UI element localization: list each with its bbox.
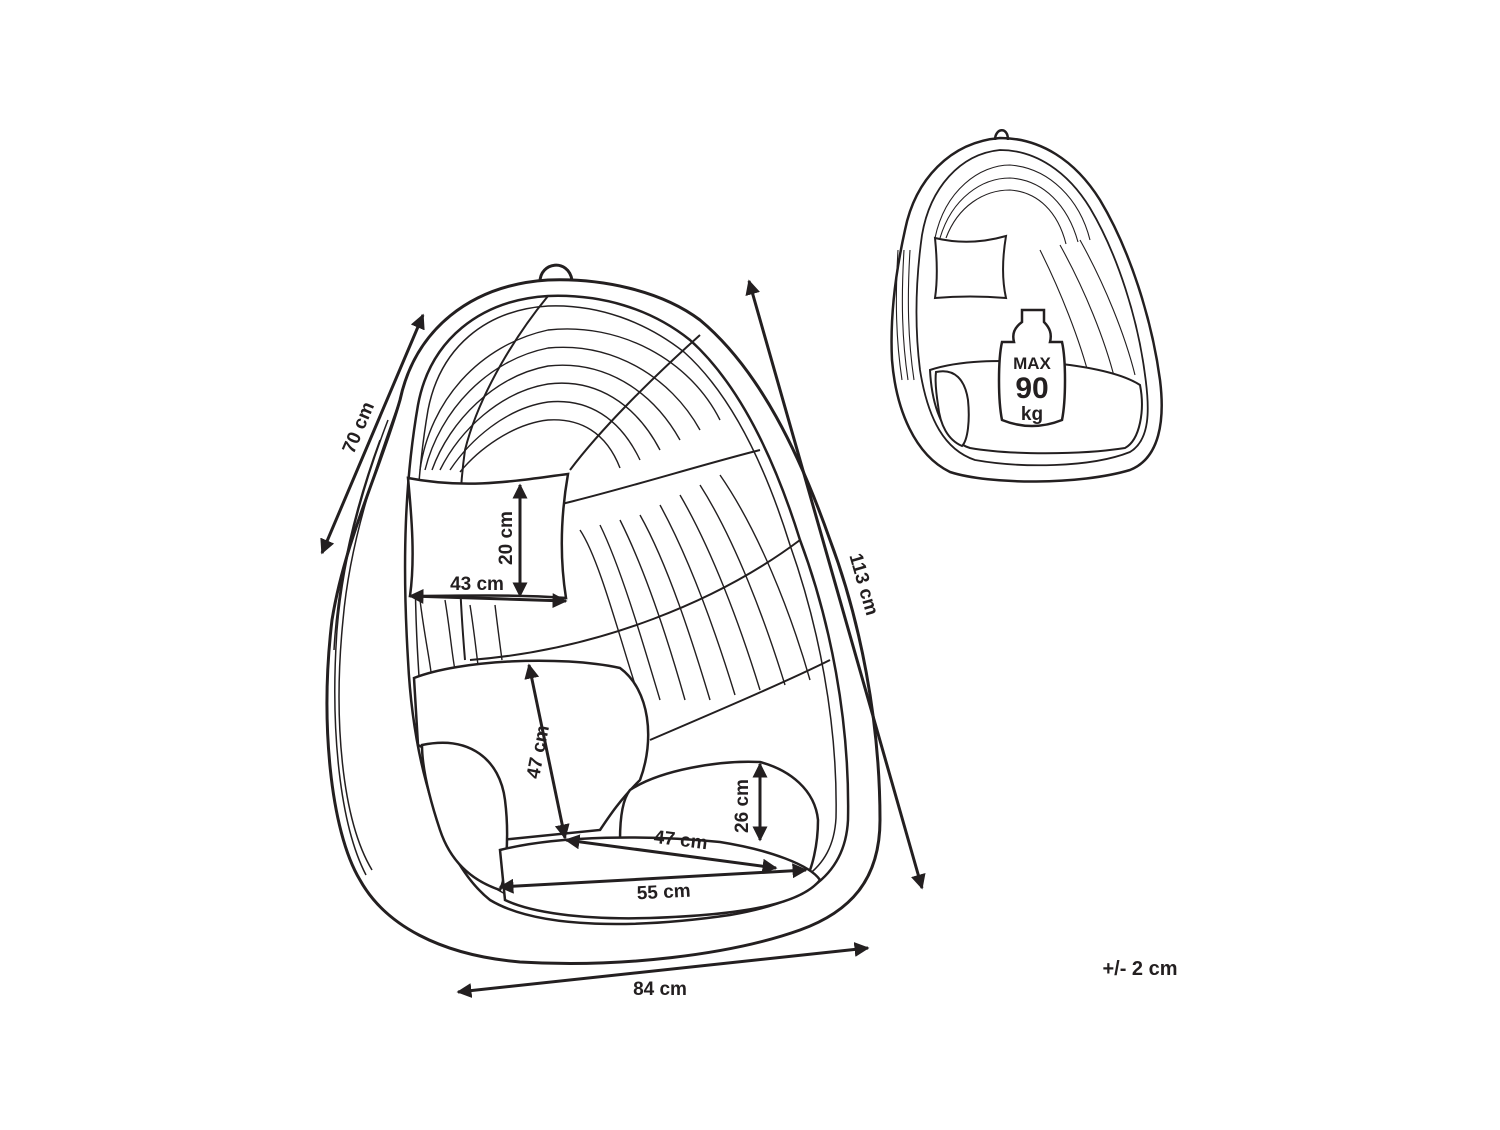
small-chair-inner-rim [915,149,1149,467]
arrow-seat-width [498,863,808,894]
label-height: 113 cm [844,551,882,618]
chair-back-weave [419,328,721,473]
label-pillow-height: 20 cm [496,511,517,565]
label-pillow-width: 43 cm [450,574,504,595]
small-chair-side-cushion [934,370,970,448]
max-load-value: 90 [1015,372,1048,405]
arrow-width [456,941,870,999]
chair-hanging-loop [538,263,574,283]
label-armrest-height: 26 cm [732,779,753,833]
label-depth: 70 cm [339,399,379,457]
hanging-chair-small: MAX 90 kg [890,129,1163,483]
label-seat-width: 55 cm [636,881,691,905]
chair-side-weave [333,404,399,876]
hanging-chair-main [325,263,882,965]
label-width: 84 cm [633,979,687,1000]
arrow-height [745,279,926,890]
max-load-label: MAX [1013,354,1051,373]
max-load-unit: kg [1021,404,1043,425]
small-chair-pillow [933,234,1008,300]
tolerance-note: +/- 2 cm [1102,958,1177,980]
small-chair-shell [890,136,1163,483]
small-chair-loop [993,129,1010,141]
chair-spine [458,295,831,741]
dimension-arrows [320,279,926,999]
weight-icon [997,308,1067,428]
small-chair-weave [895,164,1136,381]
arrow-pillow-width [408,588,568,609]
arrow-back-height [524,663,570,840]
arrow-depth [320,313,425,555]
